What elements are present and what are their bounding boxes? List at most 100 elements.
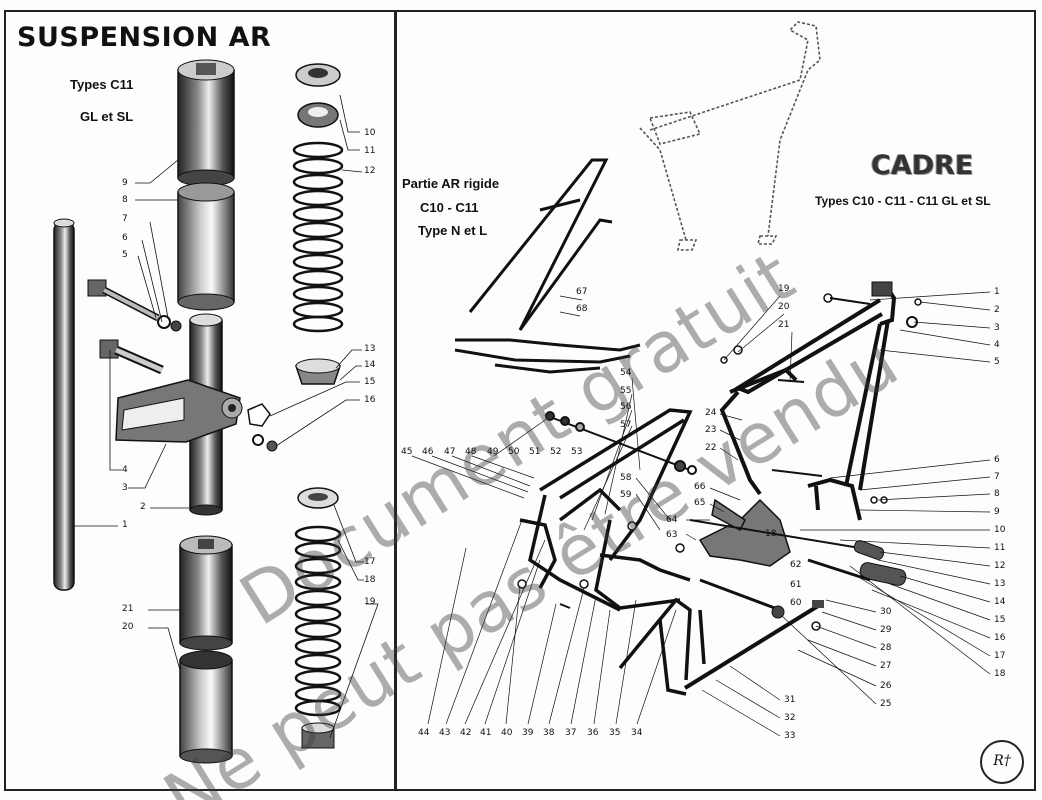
part-number: 43 [439, 728, 451, 738]
suspension-subtitle-2: GL et SL [80, 109, 134, 124]
lower-cover-part [179, 535, 233, 651]
part-number: 17 [364, 557, 376, 567]
upper-cover-part [177, 59, 235, 187]
part-number: 10 [994, 525, 1006, 535]
part-number: 21 [122, 604, 134, 614]
part-number: 16 [364, 395, 376, 405]
part-number: 57 [620, 420, 632, 430]
part-number: 19 [364, 597, 376, 607]
part-number: 58 [620, 473, 632, 483]
part-number: 14 [364, 360, 376, 370]
part-number: 7 [994, 472, 1000, 482]
part-number: 37 [565, 728, 577, 738]
part-number: 27 [880, 661, 892, 671]
part-number: 16 [994, 633, 1006, 643]
part-number: 31 [784, 695, 796, 705]
footrest-part [807, 540, 907, 586]
stand-part [618, 597, 706, 696]
rear-bracket-part [698, 498, 791, 567]
part-number: 46 [422, 447, 434, 457]
part-number: 6 [122, 233, 128, 243]
part-number: 40 [501, 728, 513, 738]
part-number: 3 [994, 323, 1000, 333]
part-number: 22 [705, 443, 717, 453]
part-number: 18 [765, 529, 777, 539]
part-number: 60 [790, 598, 802, 608]
part-number: 8 [994, 489, 1000, 499]
frame-outline-dotted [639, 21, 821, 251]
part-number: 2 [140, 502, 146, 512]
part-number: 19 [778, 284, 790, 294]
part-number: 49 [487, 447, 499, 457]
part-number: 62 [790, 560, 802, 570]
part-number: 26 [880, 681, 892, 691]
part-number: 25 [880, 699, 892, 709]
part-number: 18 [364, 575, 376, 585]
part-number: 32 [784, 713, 796, 723]
part-number: 12 [364, 166, 376, 176]
part-number: 1 [122, 520, 128, 530]
part-number: 15 [994, 615, 1006, 625]
part-number: 5 [122, 250, 128, 260]
rigid-rear-part [454, 158, 641, 374]
bolt-lower-part [99, 339, 164, 375]
part-number: 41 [480, 728, 492, 738]
lower-spring-part [294, 525, 342, 717]
part-number: 15 [364, 377, 376, 387]
part-number: 36 [587, 728, 599, 738]
part-number: 18 [994, 669, 1006, 679]
lower-sleeve-part [179, 650, 233, 764]
suspension-title: SUSPENSION AR [17, 22, 272, 53]
part-number: 39 [522, 728, 534, 738]
rigid-label-3: Type N et L [418, 223, 488, 238]
rigid-label-2: C10 - C11 [420, 200, 479, 215]
part-number: 53 [571, 447, 583, 457]
part-number: 68 [576, 304, 588, 314]
part-number: 1 [994, 287, 1000, 297]
part-number: 66 [694, 482, 706, 492]
sleeve-part [177, 182, 235, 311]
part-number: 47 [444, 447, 456, 457]
part-number: 17 [994, 651, 1006, 661]
part-number: 7 [122, 214, 128, 224]
part-number: 28 [880, 643, 892, 653]
right-panel-frame [395, 10, 1036, 791]
part-number: 11 [994, 543, 1006, 553]
cadre-title: CADRE [871, 150, 974, 181]
part-number: 23 [705, 425, 717, 435]
part-number: 5 [994, 357, 1000, 367]
part-number: 11 [364, 146, 376, 156]
part-number: 10 [364, 128, 376, 138]
part-number: 48 [465, 447, 477, 457]
part-number: 12 [994, 561, 1006, 571]
part-number: 9 [994, 507, 1000, 517]
part-number: 34 [631, 728, 643, 738]
bolt-part [87, 279, 182, 332]
part-number: 67 [576, 287, 588, 297]
part-number: 4 [122, 465, 128, 475]
part-number: 29 [880, 625, 892, 635]
part-number: 8 [122, 195, 128, 205]
part-number: 21 [778, 320, 790, 330]
part-number: 30 [880, 607, 892, 617]
part-number: 20 [122, 622, 134, 632]
part-number: 24 [705, 408, 717, 418]
publisher-logo-icon: R† [980, 740, 1024, 784]
part-number: 52 [550, 447, 562, 457]
part-number: 51 [529, 447, 541, 457]
shock-body-part [115, 313, 243, 516]
upper-spring-part [292, 141, 344, 333]
part-number: 20 [778, 302, 790, 312]
part-number: 4 [994, 340, 1000, 350]
part-number: 35 [609, 728, 621, 738]
part-number: 63 [666, 530, 678, 540]
part-number: 33 [784, 731, 796, 741]
part-number: 2 [994, 305, 1000, 315]
main-frame-part [719, 283, 897, 521]
part-number: 64 [666, 515, 678, 525]
part-number: 56 [620, 402, 632, 412]
part-number: 55 [620, 386, 632, 396]
part-number: 59 [620, 490, 632, 500]
